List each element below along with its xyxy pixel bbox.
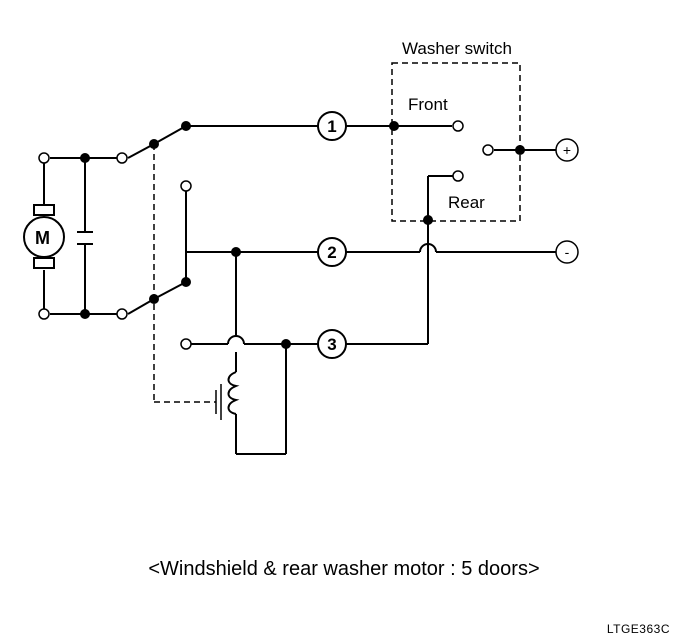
figure-code: LTGE363C xyxy=(606,622,670,636)
connector-2: 2 xyxy=(317,237,347,267)
relay-switch xyxy=(127,125,216,403)
junction-nodes xyxy=(80,121,525,349)
battery-negative-label: - xyxy=(565,244,570,260)
motor-label: M xyxy=(35,228,50,248)
circuit-wires xyxy=(186,125,560,356)
relay-coil xyxy=(215,344,287,455)
front-label: Front xyxy=(408,95,448,114)
washer-switch-label: Washer switch xyxy=(402,39,512,58)
connector-3-label: 3 xyxy=(327,335,336,354)
battery-positive-label: + xyxy=(563,142,571,158)
motor-symbol xyxy=(23,216,65,258)
washer-switch-box xyxy=(391,62,521,222)
open-terminals xyxy=(38,120,494,350)
rear-label: Rear xyxy=(448,193,485,212)
connector-1: 1 xyxy=(317,111,347,141)
battery-negative: - xyxy=(555,240,579,264)
battery-positive: + xyxy=(555,138,579,162)
connector-2-label: 2 xyxy=(327,243,336,262)
connector-1-label: 1 xyxy=(327,117,336,136)
diagram-caption: <Windshield & rear washer motor : 5 door… xyxy=(148,558,540,580)
connector-3: 3 xyxy=(317,329,347,359)
